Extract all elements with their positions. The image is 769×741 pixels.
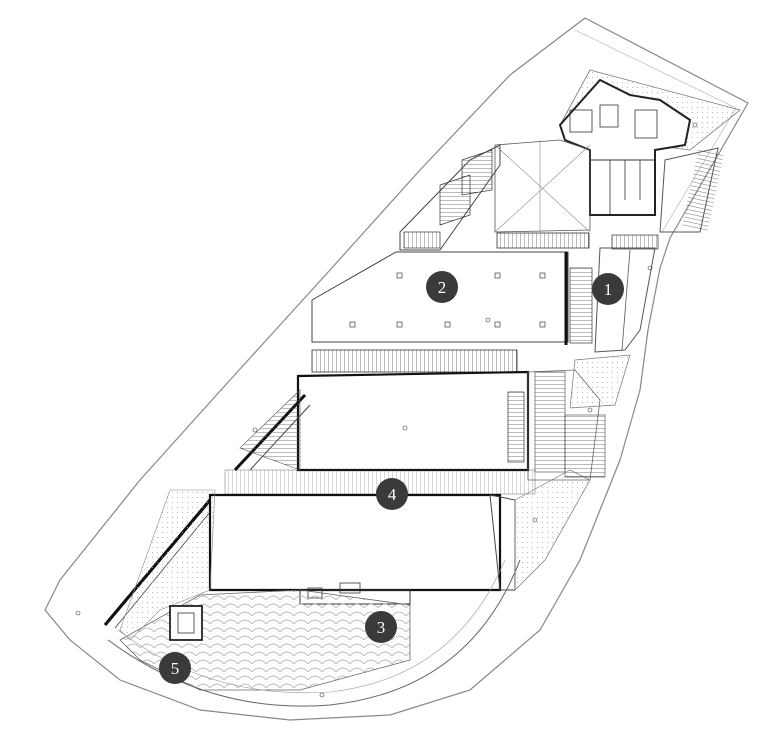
lower-courtyard	[107, 489, 521, 707]
marker-3: 3	[365, 611, 397, 643]
elevation-tags	[75, 122, 698, 698]
marker-1: 1	[592, 273, 624, 305]
marker-2: 2	[426, 271, 458, 303]
site-boundary	[44, 17, 749, 721]
upper-service-wing	[558, 69, 741, 233]
marker-3-label: 3	[377, 618, 386, 637]
marker-2-label: 2	[438, 278, 447, 297]
marker-5-label: 5	[171, 659, 180, 678]
lower-hall	[103, 469, 591, 629]
atrium-triangle	[494, 139, 591, 249]
marker-4-label: 4	[388, 485, 397, 504]
marker-1-label: 1	[604, 280, 613, 299]
entrance-zone	[594, 234, 659, 353]
foyer-hall	[311, 251, 593, 373]
upper-stair-block	[399, 144, 501, 251]
marker-5: 5	[159, 652, 191, 684]
main-hall	[296, 354, 631, 481]
marker-4: 4	[376, 478, 408, 510]
